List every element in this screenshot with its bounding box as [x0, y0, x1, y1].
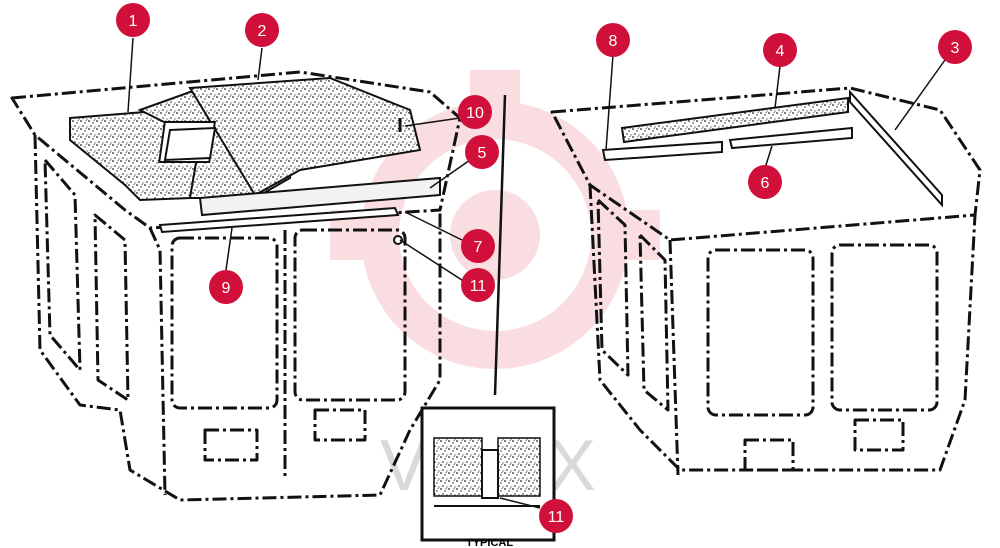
leader-7 [404, 211, 463, 241]
left-roof-panels [69, 76, 441, 245]
callout-2-label: 2 [258, 23, 267, 40]
leader-6 [764, 145, 773, 169]
roof-strip-side [849, 89, 943, 208]
roof-strip-front-right [728, 126, 853, 150]
detail-inset: TYPICAL [420, 406, 556, 548]
left-side-window-2 [93, 213, 130, 402]
callout-10: 10 [458, 95, 492, 129]
detail-section-right [497, 437, 541, 497]
callout-5: 5 [465, 135, 499, 169]
roof-strip-front-left [601, 140, 723, 162]
callout-11b-label: 11 [548, 509, 565, 526]
leader-9 [225, 227, 233, 271]
callout-9: 9 [209, 270, 243, 304]
left-side-window-1 [43, 158, 82, 372]
callout-3: 3 [938, 30, 972, 64]
callout-11b: 11 [539, 499, 573, 533]
right-front-window-right [830, 243, 939, 412]
right-cab-front-edge [668, 239, 680, 476]
left-front-window-right [293, 228, 407, 402]
leader-2 [257, 47, 263, 81]
left-door-panel-right [313, 408, 367, 442]
leader-11b [499, 497, 541, 509]
callout-11a-label: 11 [470, 278, 487, 295]
callout-1: 1 [116, 3, 150, 37]
callout-7-label: 7 [474, 239, 483, 256]
detail-caption: TYPICAL [466, 537, 513, 548]
right-roof-outline [550, 86, 982, 242]
callout-8: 8 [596, 23, 630, 57]
detail-section-left [433, 437, 483, 497]
left-cab-body [33, 134, 442, 502]
right-front-window-left [706, 248, 815, 417]
left-roof-outline [10, 70, 462, 230]
leader-11a [399, 239, 466, 283]
right-side-window-1 [596, 198, 630, 377]
leader-lines [127, 37, 946, 509]
roof-hatch-inner [163, 126, 217, 162]
callout-4: 4 [763, 33, 797, 67]
right-side-window-2 [638, 233, 670, 412]
right-door-panel-left [743, 438, 795, 472]
callout-11a: 11 [461, 268, 495, 302]
right-roof-strips [601, 89, 943, 208]
left-door-panel-left [203, 428, 259, 462]
left-front-window-left [170, 236, 279, 410]
leader-10 [404, 117, 461, 127]
right-cab [550, 86, 982, 476]
callout-6-label: 6 [761, 175, 770, 192]
callout-4-label: 4 [776, 43, 785, 60]
left-cab [10, 70, 462, 502]
callout-8-label: 8 [609, 33, 618, 50]
leader-3 [894, 59, 946, 131]
leader-5 [429, 159, 471, 189]
lower-trim-strip [158, 206, 400, 234]
leader-1 [127, 37, 134, 113]
roof-strip-rear [620, 96, 849, 144]
leader-8 [605, 54, 614, 151]
callout-7: 7 [461, 229, 495, 263]
callout-10-label: 10 [466, 105, 484, 122]
callout-2: 2 [245, 13, 279, 47]
right-door-panel-right [853, 418, 905, 452]
callout-badges: 1 2 10 5 7 11 9 11 [116, 3, 972, 533]
right-cab-body [588, 184, 977, 472]
callout-5-label: 5 [478, 145, 487, 162]
divider-line [493, 94, 507, 396]
front-trim-strip [198, 176, 441, 217]
left-cab-front-edge [148, 227, 167, 496]
hardware-screw [393, 235, 403, 245]
callout-9-label: 9 [222, 280, 231, 297]
detail-fastener [481, 449, 499, 499]
callout-3-label: 3 [951, 40, 960, 57]
callout-1-label: 1 [129, 13, 138, 30]
callout-6: 6 [748, 165, 782, 199]
leader-4 [774, 65, 781, 109]
